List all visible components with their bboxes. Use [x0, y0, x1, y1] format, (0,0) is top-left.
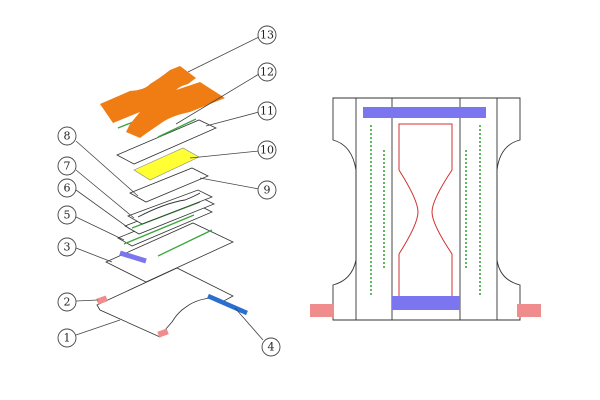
callout-10-label: 10: [260, 144, 274, 157]
leader-3: [75, 247, 113, 263]
assembled-tab-left: [310, 304, 334, 317]
layer-5-waist-band: [119, 250, 147, 264]
leader-1: [75, 319, 121, 336]
layer-7-core: [137, 192, 201, 218]
assembled-outline: [332, 97, 521, 321]
layer-5-elastic-a: [123, 214, 195, 245]
leader-13: [187, 36, 260, 73]
leader-4: [234, 307, 264, 341]
callout-12-label: 12: [260, 66, 274, 79]
leader-9: [199, 177, 260, 190]
leader-10: [189, 150, 260, 159]
layer-3-elastic: [157, 229, 213, 257]
callout-2-label: 2: [64, 296, 71, 309]
layer-1-back-sheet: [96, 267, 234, 338]
callout-13: 13: [257, 25, 277, 45]
callout-8: 8: [57, 126, 77, 146]
assembled-view: [310, 97, 541, 321]
callout-6: 6: [57, 178, 77, 198]
callout-9-label: 9: [264, 184, 271, 197]
layer-4-tape: [207, 293, 248, 316]
layer-12-elastic-b: [157, 118, 197, 138]
callout-8-label: 8: [64, 130, 71, 143]
layer-11-sheet: [116, 119, 217, 165]
callout-11-label: 11: [260, 105, 274, 118]
callout-11: 11: [257, 101, 277, 121]
callout-7-label: 7: [64, 160, 71, 173]
callout-1: 1: [57, 328, 77, 348]
callout-10: 10: [257, 140, 277, 160]
leader-12: [175, 73, 260, 125]
callout-6-label: 6: [64, 182, 71, 195]
leader-2: [75, 299, 99, 302]
exploded-view: 13 12 11 10 9 8 7 6 5 3 2 1 4: [57, 25, 281, 357]
callout-5: 5: [57, 205, 77, 225]
layer-9-sheet: [129, 167, 209, 203]
callout-4: 4: [261, 337, 281, 357]
leader-6: [75, 189, 131, 230]
layer-13-top-sheet: [100, 66, 225, 138]
layer-2-tab-right: [157, 328, 169, 338]
callout-1-label: 1: [64, 332, 71, 345]
callout-2: 2: [57, 292, 77, 312]
leader-5: [75, 216, 125, 241]
callout-12: 12: [257, 62, 277, 82]
callout-7: 7: [57, 156, 77, 176]
assembled-core: [398, 123, 453, 299]
leader-11: [205, 111, 260, 127]
assembled-waist-band-top: [363, 107, 486, 118]
callout-4-label: 4: [268, 341, 275, 354]
callout-3-label: 3: [64, 241, 71, 254]
layer-2-tab-left: [96, 295, 108, 305]
leader-7: [75, 169, 135, 219]
layer-7-sheet: [127, 189, 213, 225]
assembled-waist-band-bottom: [392, 296, 460, 310]
assembled-tab-right: [517, 304, 541, 317]
callout-9: 9: [257, 180, 277, 200]
leader-8: [75, 140, 139, 197]
callout-13-label: 13: [260, 29, 274, 42]
layer-3-sheet: [105, 222, 234, 283]
callout-5-label: 5: [64, 209, 71, 222]
callout-3: 3: [57, 237, 77, 257]
